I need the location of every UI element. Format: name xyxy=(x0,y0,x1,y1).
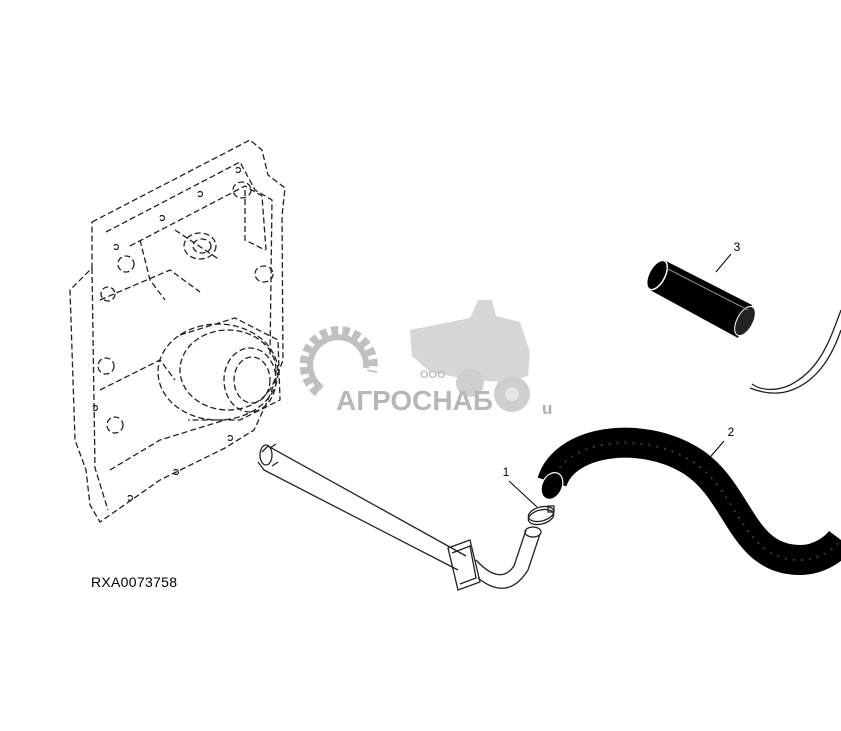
callout-1: 1 xyxy=(498,464,514,480)
callout-3: 3 xyxy=(729,239,745,255)
gear-icon xyxy=(299,326,378,396)
hose-clamp xyxy=(527,505,555,526)
sleeve xyxy=(645,259,756,338)
blade-edge xyxy=(749,309,841,394)
callout-2-label: 2 xyxy=(728,425,735,439)
watermark-prefix: ООО xyxy=(420,369,446,381)
callout-3-label: 3 xyxy=(734,240,741,254)
watermark-brand: АГРОСНАБ xyxy=(336,385,493,416)
leader-lines xyxy=(508,253,732,508)
housing-plate xyxy=(69,139,286,523)
figure-id: RXA0073758 xyxy=(91,574,178,590)
callout-1-label: 1 xyxy=(503,465,510,479)
watermark: ООО АГРОСНАБ u xyxy=(299,300,552,418)
drain-tube xyxy=(257,443,542,591)
hose xyxy=(537,427,841,576)
harvester-icon xyxy=(410,300,530,412)
callout-2: 2 xyxy=(723,424,739,440)
watermark-suffix: u xyxy=(542,399,552,418)
